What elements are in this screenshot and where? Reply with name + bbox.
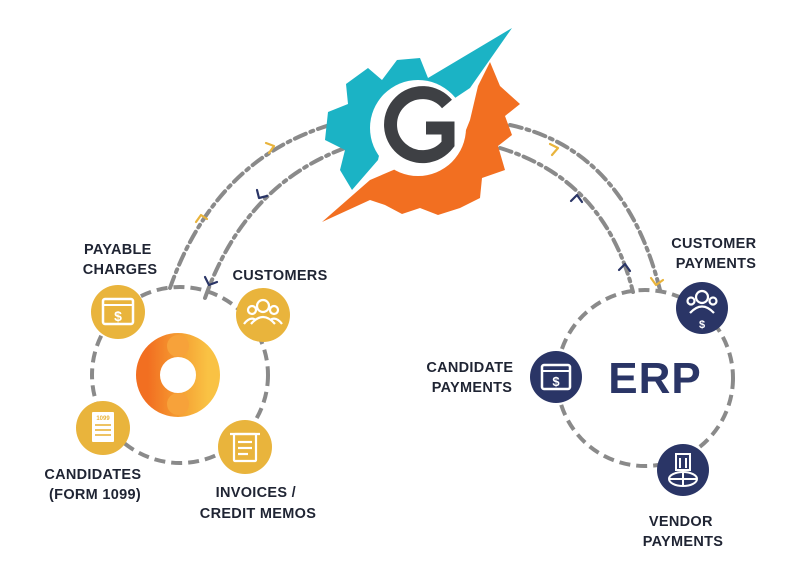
invoice-dollar-icon: $: [540, 363, 572, 391]
payable-charges-label: PAYABLE CHARGES: [83, 242, 158, 278]
arrow-down-icon: [203, 275, 219, 287]
receipt-icon: [230, 432, 260, 463]
right-inner-arc: [498, 146, 635, 294]
arrow-right-icon: [548, 142, 560, 157]
user-dollar-icon: [686, 289, 718, 314]
form-document-icon: 1099: [92, 412, 114, 442]
right-cluster: ERP $ CUSTOMER PAYMENTS $: [426, 236, 760, 550]
arrow-right-icon: [264, 141, 276, 155]
connector-arcs: [168, 123, 662, 300]
node-vendor-payments: VENDOR PAYMENTS: [643, 444, 724, 550]
left-cluster-ring: [90, 285, 270, 465]
invoice-dollar-icon: $: [101, 297, 135, 326]
candidate-payments-label: CANDIDATE PAYMENTS: [426, 360, 517, 396]
flow-arrows: [194, 141, 665, 287]
node-customers: CUSTOMERS: [232, 268, 327, 342]
svg-text:1099: 1099: [96, 416, 110, 422]
arrow-up-icon: [569, 193, 584, 204]
node-candidate-payments: $ CANDIDATE PAYMENTS: [426, 351, 582, 403]
left-inner-arc: [203, 146, 347, 300]
svg-text:$: $: [114, 308, 122, 324]
node-payable-charges: $ PAYABLE CHARGES: [83, 242, 158, 339]
customers-label: CUSTOMERS: [232, 268, 327, 284]
arrow-up-icon: [617, 262, 632, 273]
building-globe-icon: [668, 453, 698, 487]
gear-orange-half: [322, 62, 520, 222]
users-icon: [243, 298, 283, 325]
customer-payments-label: CUSTOMER PAYMENTS: [671, 236, 760, 272]
node-customer-payments: $ CUSTOMER PAYMENTS: [671, 236, 760, 334]
right-outer-arc: [508, 123, 662, 292]
g-letter-icon: [384, 86, 455, 164]
vendor-payments-label: VENDOR PAYMENTS: [643, 514, 724, 550]
candidates-label: CANDIDATES (FORM 1099): [44, 467, 145, 503]
left-cluster: $ PAYABLE CHARGES CUSTOMERS: [44, 242, 327, 522]
orange-ring-logo-icon: [136, 333, 220, 417]
arrow-down-icon: [255, 188, 269, 200]
arrow-down-icon: [649, 276, 665, 287]
svg-text:$: $: [552, 374, 560, 389]
invoices-label: INVOICES / CREDIT MEMOS: [200, 485, 316, 522]
svg-text:$: $: [699, 319, 705, 331]
gear-logo-icon: [322, 28, 520, 222]
node-invoices: INVOICES / CREDIT MEMOS: [200, 420, 316, 522]
arrow-up-icon: [194, 213, 209, 224]
left-outer-arc: [168, 123, 332, 290]
node-candidates: 1099 CANDIDATES (FORM 1099): [44, 401, 145, 503]
erp-label: ERP: [608, 354, 701, 403]
